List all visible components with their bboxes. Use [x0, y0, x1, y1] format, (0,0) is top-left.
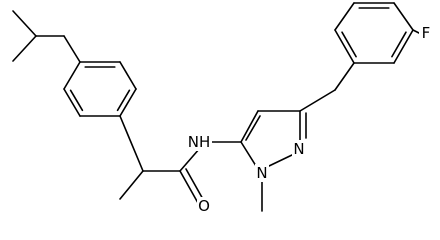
right-ring-bond-0: [334, 29, 355, 64]
alpha-methyl-bond: [119, 170, 144, 200]
isobutyl-bond-b: [12, 35, 37, 62]
right-ring-bond-4: [393, 29, 414, 64]
pyrazole-n1-c5-bond: [240, 141, 257, 167]
left-ring-bond-5: [63, 61, 81, 90]
structure-svg: F NH N N O: [12, 2, 433, 215]
atom-label-layer: F NH N N O: [186, 24, 433, 215]
right-ring-bond-1: [334, 2, 355, 31]
pyrazole-n1-label-bg: [255, 164, 269, 182]
carbonyl-o-label-bg: [197, 197, 211, 215]
pyrazole-c5-c4-bond: [240, 110, 259, 143]
isobutyl-bond-a: [12, 10, 37, 37]
bond-layer: [12, 2, 420, 212]
ring-to-alpha-carbon-bond: [119, 115, 144, 172]
fluorine-label-bg: [419, 24, 433, 42]
pyrazole-n1-atom-label: N: [256, 164, 267, 182]
amide-nh-label-bg: [186, 133, 212, 151]
right-ring-double-bond-0: [341, 31, 357, 58]
pyrazole-c5-c4-double-bond: [245, 115, 261, 141]
pyrazole-to-aryl-bond: [299, 89, 336, 112]
carbonyl-double-bond-inner: [185, 168, 205, 202]
carbonyl-to-nh-bond: [179, 147, 201, 172]
carbonyl-oxygen-atom-label: O: [198, 197, 210, 215]
amide-nh-atom-label: NH: [188, 133, 211, 151]
left-ring-double-bond-2: [116, 89, 131, 112]
pyrazole-n2-n1-bond: [268, 154, 293, 167]
left-ring-bond-1: [119, 61, 137, 90]
pyrazole-n2-label-bg: [292, 140, 306, 158]
left-ring-bond-2: [119, 88, 137, 117]
molecule-diagram: F NH N N O: [12, 2, 433, 215]
carbonyl-double-bond-outer: [179, 170, 199, 204]
fluorine-atom-label: F: [422, 24, 431, 42]
right-ring-bond-3: [393, 2, 414, 31]
left-ring-bond-4: [63, 88, 81, 117]
pyrazole-n2-atom-label: N: [293, 140, 304, 158]
isobutyl-to-ring-bond: [63, 35, 81, 63]
right-ring-double-bond-4: [391, 31, 407, 58]
aryl-link-bond: [334, 62, 355, 91]
left-ring-double-bond-4: [69, 89, 84, 112]
c-f-bond: [412, 29, 420, 34]
